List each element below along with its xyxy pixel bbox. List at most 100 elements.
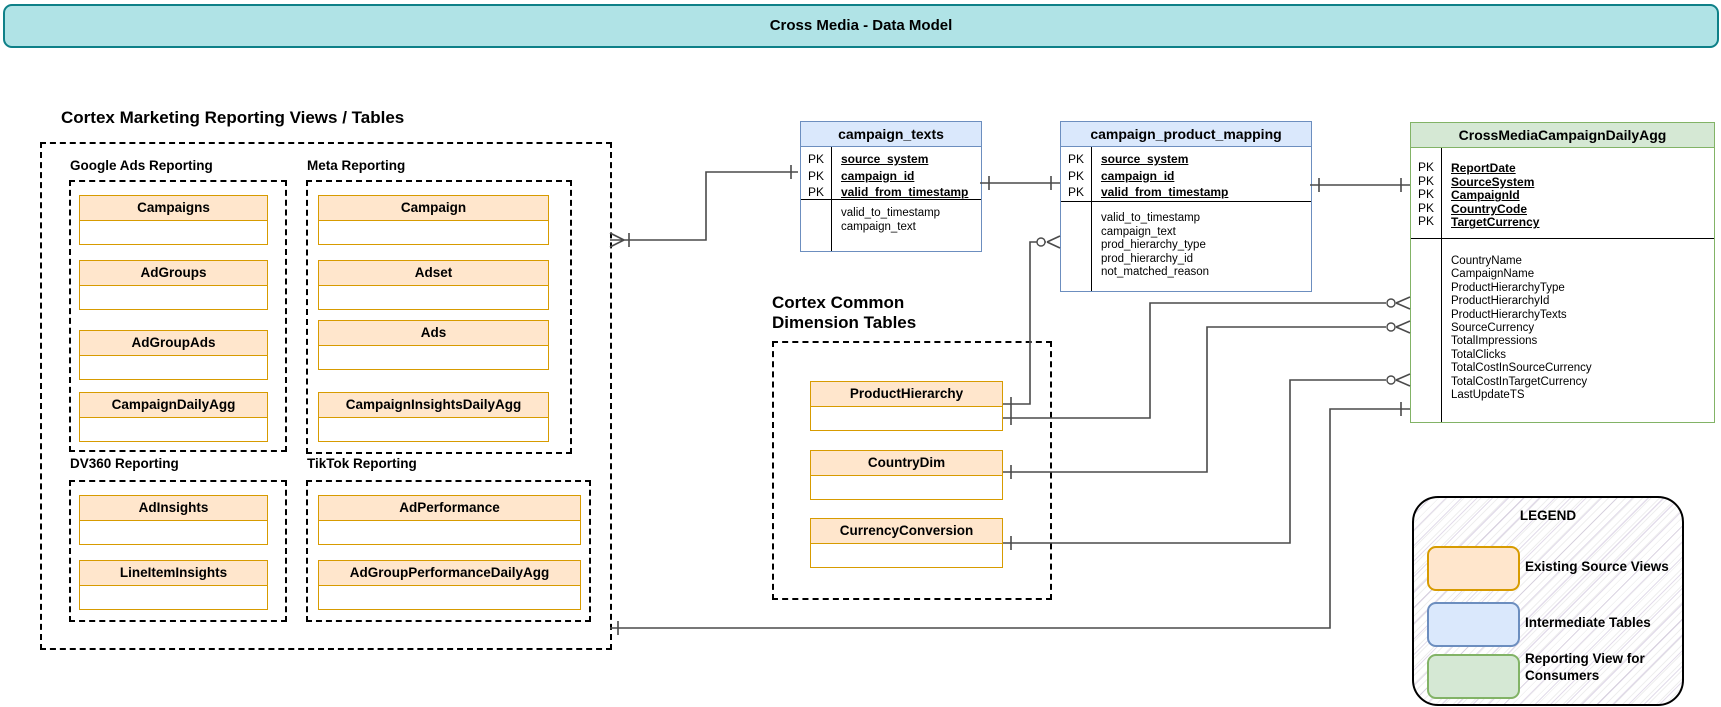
group-box-google-ads xyxy=(69,180,287,452)
entity-adgroupperformancedailyagg: AdGroupPerformanceDailyAgg xyxy=(318,560,581,610)
field-prod-hierarchy-id: prod_hierarchy_id xyxy=(1101,252,1194,265)
connector-mapping-to-crossmedia xyxy=(1310,178,1410,192)
field-producthierarchytexts: ProductHierarchyTexts xyxy=(1451,308,1567,321)
field-sourcecurrency: SourceCurrency xyxy=(1451,321,1535,334)
connector-producthierarchy-to-crossmedia xyxy=(1003,296,1411,425)
table-row: PK source_system xyxy=(1067,152,1189,166)
entity-currencyconversion-title: CurrencyConversion xyxy=(811,519,1002,544)
table-row: TotalClicks xyxy=(1411,347,1714,361)
group-label-tiktok: TikTok Reporting xyxy=(307,456,417,471)
entity-adgroupperformancedailyagg-body xyxy=(319,586,580,609)
table-row: CampaignName xyxy=(1411,266,1714,281)
entity-campaigns-title: Campaigns xyxy=(80,196,267,221)
table-row: PK CountryCode xyxy=(1417,200,1527,216)
entity-campaigninsightsdailyagg: CampaignInsightsDailyAgg xyxy=(318,392,549,442)
pk-divider-line xyxy=(1091,147,1092,291)
table-row: PK SourceSystem xyxy=(1417,173,1535,189)
legend-item-reporting-view: Reporting View for Consumers xyxy=(1525,651,1645,683)
entity-adinsights-body xyxy=(80,521,267,544)
entity-adperformance-body xyxy=(319,521,580,544)
field-valid-to-timestamp: valid_to_timestamp xyxy=(1101,212,1201,224)
entity-adinsights-title: AdInsights xyxy=(80,496,267,521)
entity-producthierarchy: ProductHierarchy xyxy=(810,381,1003,431)
table-row: PK campaign_id xyxy=(807,168,915,183)
legend-swatch-intermediate-tables xyxy=(1427,602,1520,647)
table-row: SourceCurrency xyxy=(1411,320,1714,334)
field-campaignname: CampaignName xyxy=(1451,268,1535,281)
entity-campaigninsightsdailyagg-body xyxy=(319,418,548,441)
entity-campaigndailyagg-body xyxy=(80,418,267,441)
table-row: PK valid_from_timestamp xyxy=(1067,185,1229,199)
connector-currencyconversion-to-crossmedia xyxy=(1003,373,1411,550)
entity-adset-body xyxy=(319,286,548,309)
entity-campaign-body xyxy=(319,221,548,244)
field-campaign-id: campaign_id xyxy=(841,168,915,183)
table-row: ProductHierarchyId xyxy=(1411,293,1714,308)
entity-campaigndailyagg: CampaignDailyAgg xyxy=(79,392,268,442)
field-valid-to-timestamp: valid_to_timestamp xyxy=(841,207,941,219)
field-producthierarchyid: ProductHierarchyId xyxy=(1451,295,1550,308)
legend-title: LEGEND xyxy=(1519,508,1577,523)
field-lastupdatets: LastUpdateTS xyxy=(1451,388,1525,401)
entity-adperformance-title: AdPerformance xyxy=(319,496,580,521)
common-dimensions-title: Cortex Common Dimension Tables xyxy=(772,293,917,332)
entity-lineiteminsights: LineItemInsights xyxy=(79,560,268,610)
field-valid-from-timestamp: valid_from_timestamp xyxy=(1101,185,1229,199)
field-totalcostinsourcecurrency: TotalCostInSourceCurrency xyxy=(1451,362,1592,375)
table-row: ProductHierarchyTexts xyxy=(1411,307,1714,321)
legend-item-existing-source-views: Existing Source Views xyxy=(1525,559,1669,574)
entity-producthierarchy-body xyxy=(811,407,1002,430)
entity-countrydim-title: CountryDim xyxy=(811,451,1002,476)
field-totalimpressions: TotalImpressions xyxy=(1451,335,1538,348)
legend-item-intermediate-tables: Intermediate Tables xyxy=(1525,615,1651,630)
legend-swatch-existing-source-views xyxy=(1427,546,1520,591)
table-row: prod_hierarchy_id xyxy=(1061,251,1311,265)
table-row: PK ReportDate xyxy=(1417,160,1516,175)
table-campaign-texts-title: campaign_texts xyxy=(801,122,981,147)
entity-adgroupads-title: AdGroupAds xyxy=(80,331,267,356)
entity-campaigndailyagg-title: CampaignDailyAgg xyxy=(80,393,267,418)
field-reportdate: ReportDate xyxy=(1451,161,1516,175)
connector-campaign-texts-to-mapping xyxy=(980,176,1060,190)
entity-adgroupperformancedailyagg-title: AdGroupPerformanceDailyAgg xyxy=(319,561,580,586)
field-totalcostintargetcurrency: TotalCostInTargetCurrency xyxy=(1451,375,1588,388)
connector-marketing-to-campaign-texts xyxy=(609,165,798,248)
table-row: TotalImpressions xyxy=(1411,333,1714,348)
field-producthierarchytype: ProductHierarchyType xyxy=(1451,281,1565,294)
entity-countrydim: CountryDim xyxy=(810,450,1003,500)
field-campaign-text: campaign_text xyxy=(1101,225,1176,238)
field-campaignid: CampaignId xyxy=(1451,188,1520,203)
field-campaign-text: campaign_text xyxy=(841,220,916,233)
table-row: ProductHierarchyType xyxy=(1411,280,1714,294)
table-campaign-product-mapping: campaign_product_mapping PK source_syste… xyxy=(1060,121,1312,292)
table-row: PK campaign_id xyxy=(1067,168,1175,183)
entity-adgroups: AdGroups xyxy=(79,260,268,310)
entity-campaign: Campaign xyxy=(318,195,549,245)
field-totalclicks: TotalClicks xyxy=(1451,348,1506,361)
entity-currencyconversion-body xyxy=(811,544,1002,567)
legend: LEGEND Existing Source Views Intermediat… xyxy=(1412,496,1684,706)
entity-adset-title: Adset xyxy=(319,261,548,286)
entity-adperformance: AdPerformance xyxy=(318,495,581,545)
field-countryname: CountryName xyxy=(1451,255,1522,267)
entity-campaigninsightsdailyagg-title: CampaignInsightsDailyAgg xyxy=(319,393,548,418)
entity-ads: Ads xyxy=(318,320,549,370)
table-row: CountryName xyxy=(1411,253,1714,267)
table-row: prod_hierarchy_type xyxy=(1061,237,1311,251)
diagram-title: Cross Media - Data Model xyxy=(769,17,953,34)
marketing-section-box xyxy=(40,142,612,650)
group-box-tiktok xyxy=(306,480,591,622)
table-row: PK TargetCurrency xyxy=(1417,214,1540,230)
entity-campaigns-body xyxy=(80,221,267,244)
legend-swatch-reporting-view xyxy=(1427,654,1520,699)
entity-campaigns: Campaigns xyxy=(79,195,268,245)
title-banner: Cross Media - Data Model xyxy=(3,4,1719,48)
entity-producthierarchy-title: ProductHierarchy xyxy=(811,382,1002,407)
table-row: TotalCostInTargetCurrency xyxy=(1411,374,1714,388)
table-row: not_matched_reason xyxy=(1061,264,1311,278)
table-campaign-texts: campaign_texts PK source_system PK campa… xyxy=(800,121,982,252)
entity-ads-title: Ads xyxy=(319,321,548,346)
field-prod-hierarchy-type: prod_hierarchy_type xyxy=(1101,239,1206,252)
table-campaign-product-mapping-title: campaign_product_mapping xyxy=(1061,122,1311,147)
entity-adinsights: AdInsights xyxy=(79,495,268,545)
